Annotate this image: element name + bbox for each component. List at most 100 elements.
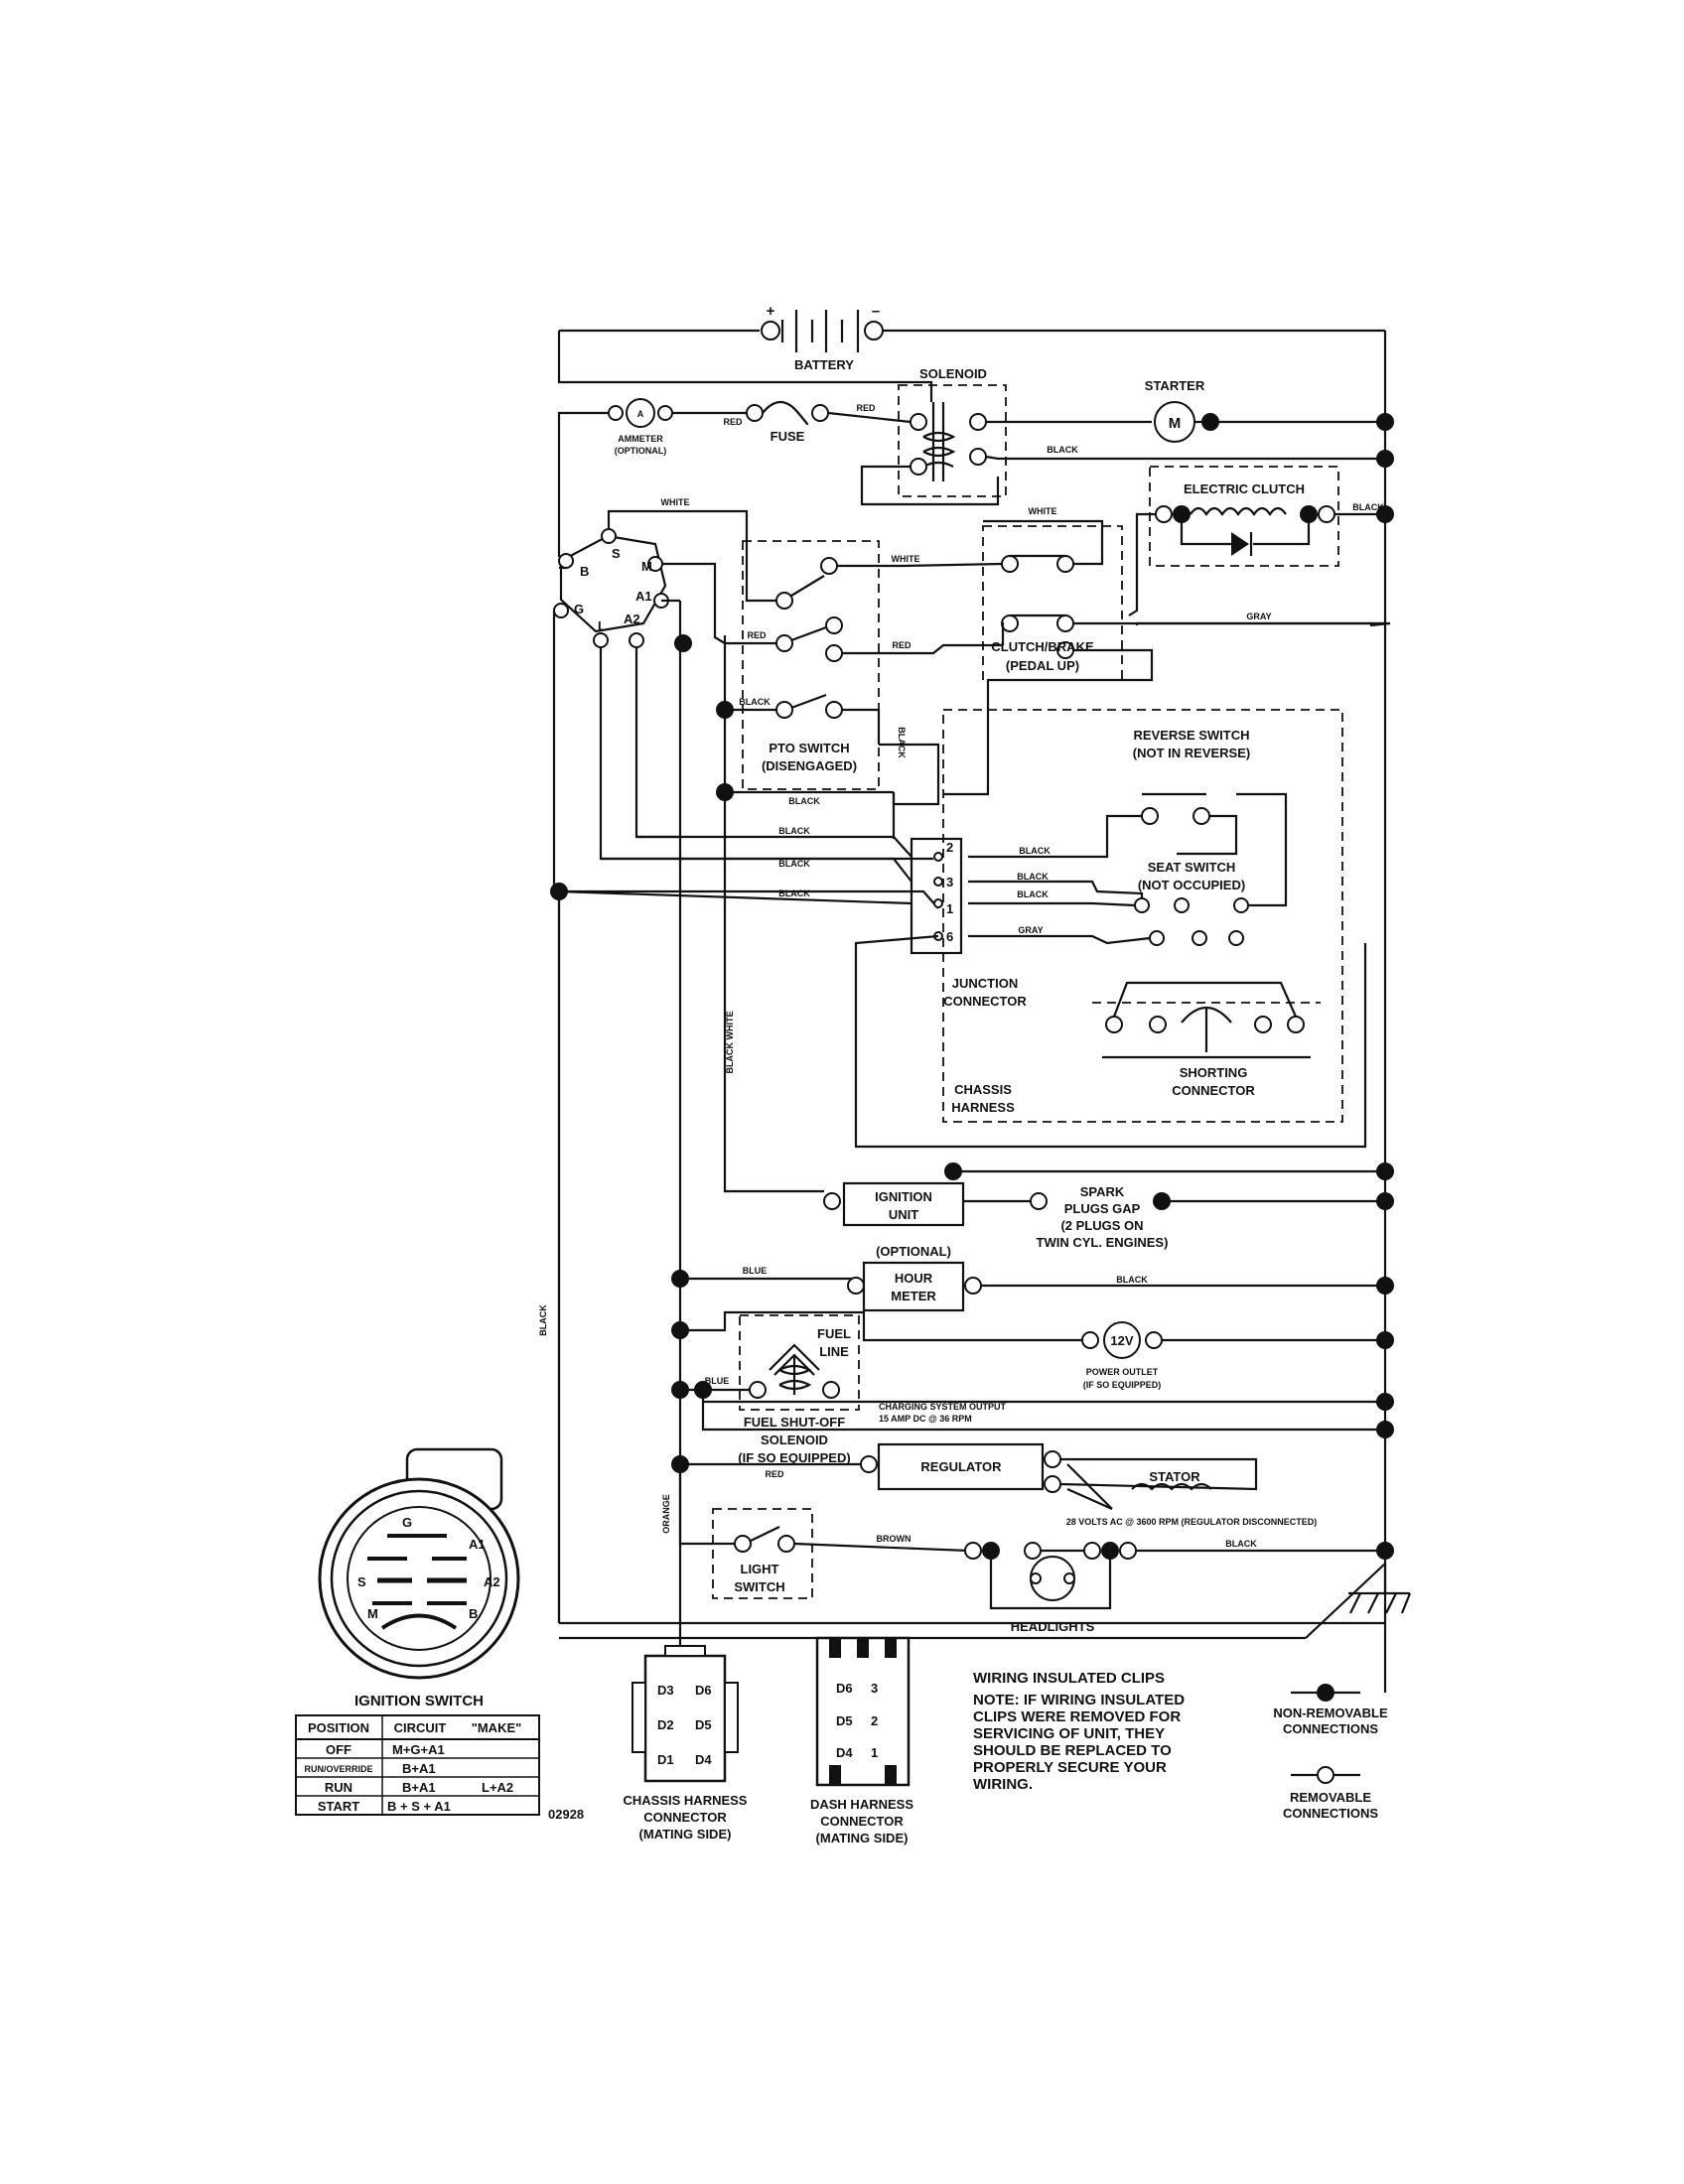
fuel-shutoff-solenoid: FUEL SHUT-OFF SOLENOID (IF SO EQUIPPED) xyxy=(738,1415,850,1465)
junction-pin-2: 2 xyxy=(946,840,953,855)
dash-pin: D6 xyxy=(836,1681,853,1696)
junction-label-2: CONNECTOR xyxy=(943,994,1027,1009)
battery-plus: + xyxy=(767,303,775,320)
regulator-label: REGULATOR xyxy=(920,1459,1002,1474)
table-header-circuit: CIRCUIT xyxy=(394,1720,447,1735)
headlights-label: HEADLIGHTS xyxy=(1011,1619,1095,1634)
chassis-connector-label-1: CHASSIS HARNESS xyxy=(624,1793,748,1808)
charging-label-1: CHARGING SYSTEM OUTPUT xyxy=(879,1402,1007,1412)
wire-label-white: WHITE xyxy=(661,497,690,507)
wire-label-gray: GRAY xyxy=(1246,612,1271,621)
pto-switch: PTO SWITCH (DISENGAGED) xyxy=(742,540,904,790)
hour-meter-label-2: METER xyxy=(891,1289,936,1303)
light-switch: LIGHT SWITCH xyxy=(712,1508,813,1599)
reverse-label-2: (NOT IN REVERSE) xyxy=(1133,746,1250,760)
ammeter-note: (OPTIONAL) xyxy=(615,446,667,456)
wire-label-brown: BROWN xyxy=(877,1534,912,1544)
battery: + – BATTERY xyxy=(559,303,1385,372)
shorting-label-2: CONNECTOR xyxy=(1172,1083,1255,1098)
table-row-position: OFF xyxy=(326,1742,351,1757)
starter-symbol: M xyxy=(1169,415,1182,432)
shorting-connector: SHORTING CONNECTOR xyxy=(1092,981,1321,1098)
table-row-position: RUN xyxy=(325,1780,352,1795)
pto-label-1: PTO SWITCH xyxy=(769,741,849,755)
pto-label-2: (DISENGAGED) xyxy=(762,758,857,773)
fuse: FUSE xyxy=(746,400,829,444)
shorting-label-1: SHORTING xyxy=(1180,1065,1248,1080)
spark-label-1: SPARK xyxy=(1080,1184,1125,1199)
table-row-circuit: B+A1 xyxy=(402,1780,436,1795)
wire-label-black-white: BLACK WHITE xyxy=(725,1012,735,1074)
wire-label-red: RED xyxy=(765,1469,784,1479)
note-line: PROPERLY SECURE YOUR xyxy=(973,1759,1167,1776)
starter-label: STARTER xyxy=(1145,378,1205,393)
chassis-pin: D5 xyxy=(695,1717,712,1732)
table-header-make: "MAKE" xyxy=(472,1720,522,1735)
wire-label-black: BLACK xyxy=(1017,889,1049,899)
ign-terminal-g: G xyxy=(574,602,584,616)
ign-terminal-a1: A1 xyxy=(635,589,652,604)
hour-meter: (OPTIONAL) HOUR METER xyxy=(862,1244,965,1312)
wire-label-red: RED xyxy=(892,640,912,650)
wire-label-black: BLACK xyxy=(1019,846,1051,856)
note-line: NOTE: IF WIRING INSULATED xyxy=(973,1692,1185,1708)
wire-label-black-left: BLACK xyxy=(538,1304,548,1336)
stator-label: STATOR xyxy=(1149,1469,1200,1484)
seat-switch: SEAT SWITCH (NOT OCCUPIED) xyxy=(1134,860,1249,946)
table-row-circuit: B+A1 xyxy=(402,1761,436,1776)
battery-minus: – xyxy=(872,303,880,320)
charging-system: CHARGING SYSTEM OUTPUT 15 AMP DC @ 36 RP… xyxy=(879,1402,1007,1424)
wire-label-black: BLACK xyxy=(739,697,771,707)
seat-label-2: (NOT OCCUPIED) xyxy=(1138,878,1245,892)
wire-label-black: BLACK xyxy=(1017,872,1049,882)
charging-label-2: 15 AMP DC @ 36 RPM xyxy=(879,1414,972,1424)
starter: M STARTER xyxy=(986,378,1385,443)
ignition-switch-title: IGNITION SWITCH xyxy=(354,1693,484,1709)
dash-pin: 2 xyxy=(871,1713,878,1728)
solenoid: SOLENOID xyxy=(898,366,1007,497)
reverse-switch: REVERSE SWITCH (NOT IN REVERSE) xyxy=(1133,728,1250,825)
chassis-harness-label-2: HARNESS xyxy=(951,1100,1015,1115)
wire-label-white: WHITE xyxy=(1029,506,1057,516)
ammeter-label: AMMETER xyxy=(618,434,663,444)
wiring-note: WIRING INSULATED CLIPS NOTE: IF WIRING I… xyxy=(973,1670,1185,1793)
electric-clutch-label: ELECTRIC CLUTCH xyxy=(1184,481,1305,496)
table-row-circuit: B + S + A1 xyxy=(387,1799,451,1814)
stator-note: 28 VOLTS AC @ 3600 RPM (REGULATOR DISCON… xyxy=(1066,1517,1317,1527)
ign-terminal-s: S xyxy=(612,546,621,561)
legend-nonremovable-1: NON-REMOVABLE xyxy=(1273,1706,1388,1720)
chassis-pin: D2 xyxy=(657,1717,674,1732)
legend-nonremovable-2: CONNECTIONS xyxy=(1283,1721,1378,1736)
wire-label-black: BLACK xyxy=(778,888,810,898)
ign-terminal-m: M xyxy=(641,559,652,574)
chassis-pin: D6 xyxy=(695,1683,712,1698)
ignition-switch-face: G A1 A2 S M B xyxy=(318,1447,520,1680)
figure-number: 02928 xyxy=(548,1807,584,1822)
chassis-connector-label-3: (MATING SIDE) xyxy=(639,1827,732,1842)
table-row-position: START xyxy=(318,1799,359,1814)
fuel-line-label-1: FUEL xyxy=(817,1326,851,1341)
wire-label-black: BLACK xyxy=(778,859,810,869)
ign-terminal-a2: A2 xyxy=(624,612,640,626)
note-line: SHOULD BE REPLACED TO xyxy=(973,1742,1172,1759)
spark-label-2: PLUGS GAP xyxy=(1064,1201,1141,1216)
dash-connector-label-3: (MATING SIDE) xyxy=(816,1831,909,1845)
hour-meter-label-1: HOUR xyxy=(895,1271,933,1286)
power-outlet-label-1: POWER OUTLET xyxy=(1086,1367,1159,1377)
spark-label-3: (2 PLUGS ON xyxy=(1060,1218,1143,1233)
stator: STATOR 28 VOLTS AC @ 3600 RPM (REGULATOR… xyxy=(1059,1457,1317,1527)
face-label-a2: A2 xyxy=(484,1574,500,1589)
ign-terminal-l: L xyxy=(598,618,606,633)
fuel-line: FUEL LINE xyxy=(739,1314,860,1411)
wire-label-blue: BLUE xyxy=(705,1376,730,1386)
chassis-harness: CHASSIS HARNESS xyxy=(942,709,1343,1123)
reverse-label-1: REVERSE SWITCH xyxy=(1133,728,1249,743)
wire-label-black: BLACK xyxy=(788,796,820,806)
note-line: SERVICING OF UNIT, THEY xyxy=(973,1725,1165,1742)
headlights: HEADLIGHTS xyxy=(964,1542,1137,1634)
fuse-label: FUSE xyxy=(771,429,805,444)
dash-pin: 3 xyxy=(871,1681,878,1696)
note-line: CLIPS WERE REMOVED FOR xyxy=(973,1708,1181,1725)
wire-label-black: BLACK xyxy=(778,826,810,836)
